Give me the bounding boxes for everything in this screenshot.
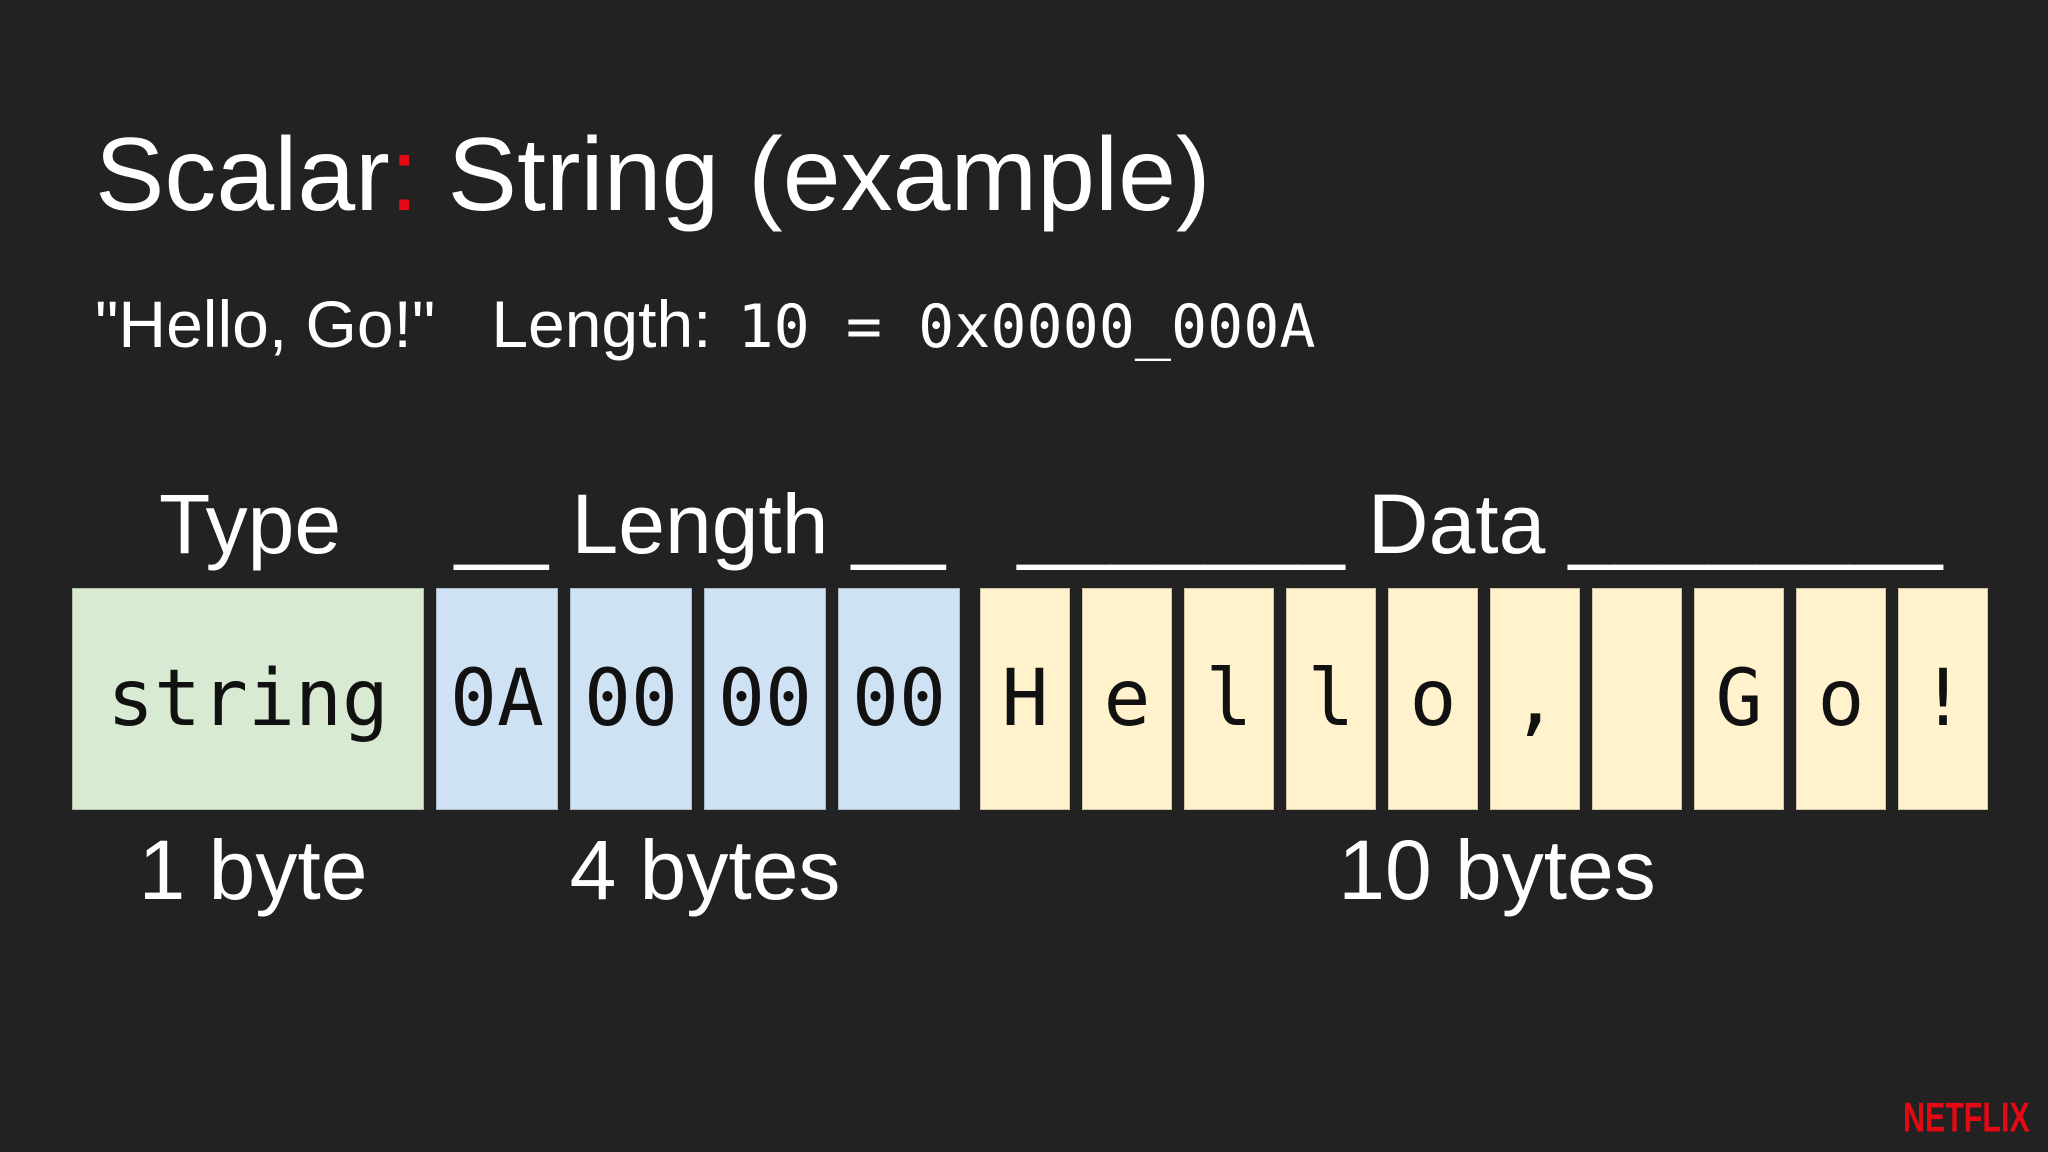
data-byte-box: o — [1796, 588, 1886, 810]
byte-row: string 0A 00 00 00 H e l l o , G o ! — [72, 588, 1988, 810]
length-value: 10 = 0x0000_000A — [737, 292, 1316, 362]
data-byte-box: , — [1490, 588, 1580, 810]
subtitle-row: "Hello, Go!" Length: 10 = 0x0000_000A — [95, 288, 1316, 361]
field-label-data: _______ Data ________ — [1017, 477, 1943, 571]
field-label-type: Type — [158, 477, 342, 571]
data-byte-box: ! — [1898, 588, 1988, 810]
data-byte-box — [1592, 588, 1682, 810]
field-label-length: __ Length __ — [454, 477, 946, 571]
length-byte-box: 00 — [704, 588, 826, 810]
data-byte-box: o — [1388, 588, 1478, 810]
data-byte-box: l — [1286, 588, 1376, 810]
slide-title: Scalar: String (example) — [95, 118, 1211, 232]
title-text-1: Scalar — [95, 117, 390, 233]
length-byte-box: 00 — [570, 588, 692, 810]
size-label-length: 4 bytes — [569, 823, 841, 917]
title-accent-colon: : — [389, 117, 419, 233]
string-literal-text: "Hello, Go!" — [95, 287, 436, 361]
length-byte-box: 0A — [436, 588, 558, 810]
netflix-logo: NETFLIX — [1903, 1094, 2030, 1141]
title-text-2: String (example) — [418, 117, 1211, 233]
data-byte-box: H — [980, 588, 1070, 810]
size-label-type: 1 byte — [138, 823, 368, 917]
data-byte-box: e — [1082, 588, 1172, 810]
data-byte-box: G — [1694, 588, 1784, 810]
data-byte-box: l — [1184, 588, 1274, 810]
length-byte-box: 00 — [838, 588, 960, 810]
size-label-data: 10 bytes — [1338, 823, 1656, 917]
length-label: Length: — [491, 287, 712, 361]
type-byte-box: string — [72, 588, 424, 810]
